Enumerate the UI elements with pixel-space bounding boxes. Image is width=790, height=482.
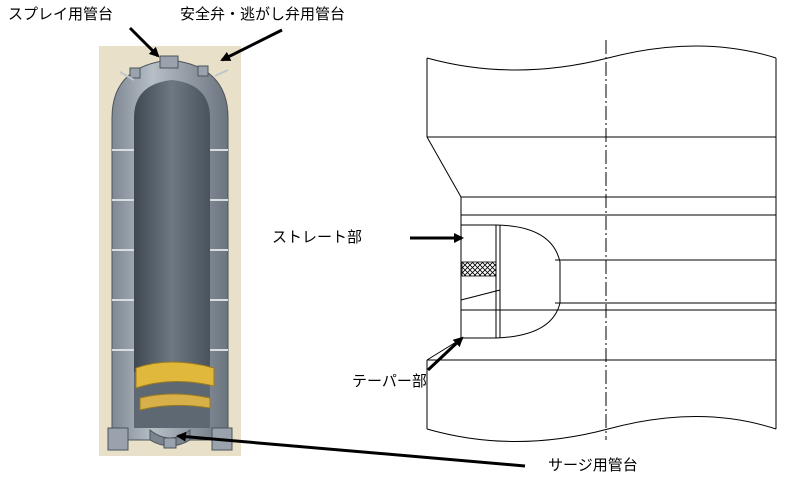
spray-nozzle-label: スプレイ用管台 [8, 5, 114, 23]
surge-nozzle-label: サージ用管台 [548, 456, 638, 474]
vessel-shell [107, 55, 233, 451]
taper-part-arrow [426, 336, 464, 372]
safety-valve-nozzle-label: 安全弁・逃がし弁用管台 [180, 5, 346, 23]
spray-nozzle-arrow [128, 26, 160, 58]
surge-nozzle-arrow [176, 431, 526, 468]
straight-part-label: ストレート部 [272, 228, 363, 246]
weld-hatch [461, 261, 497, 277]
taper-section-drawing [426, 40, 777, 442]
safety-valve-arrow [220, 28, 283, 62]
taper-part-label: テーパー部 [352, 372, 427, 390]
